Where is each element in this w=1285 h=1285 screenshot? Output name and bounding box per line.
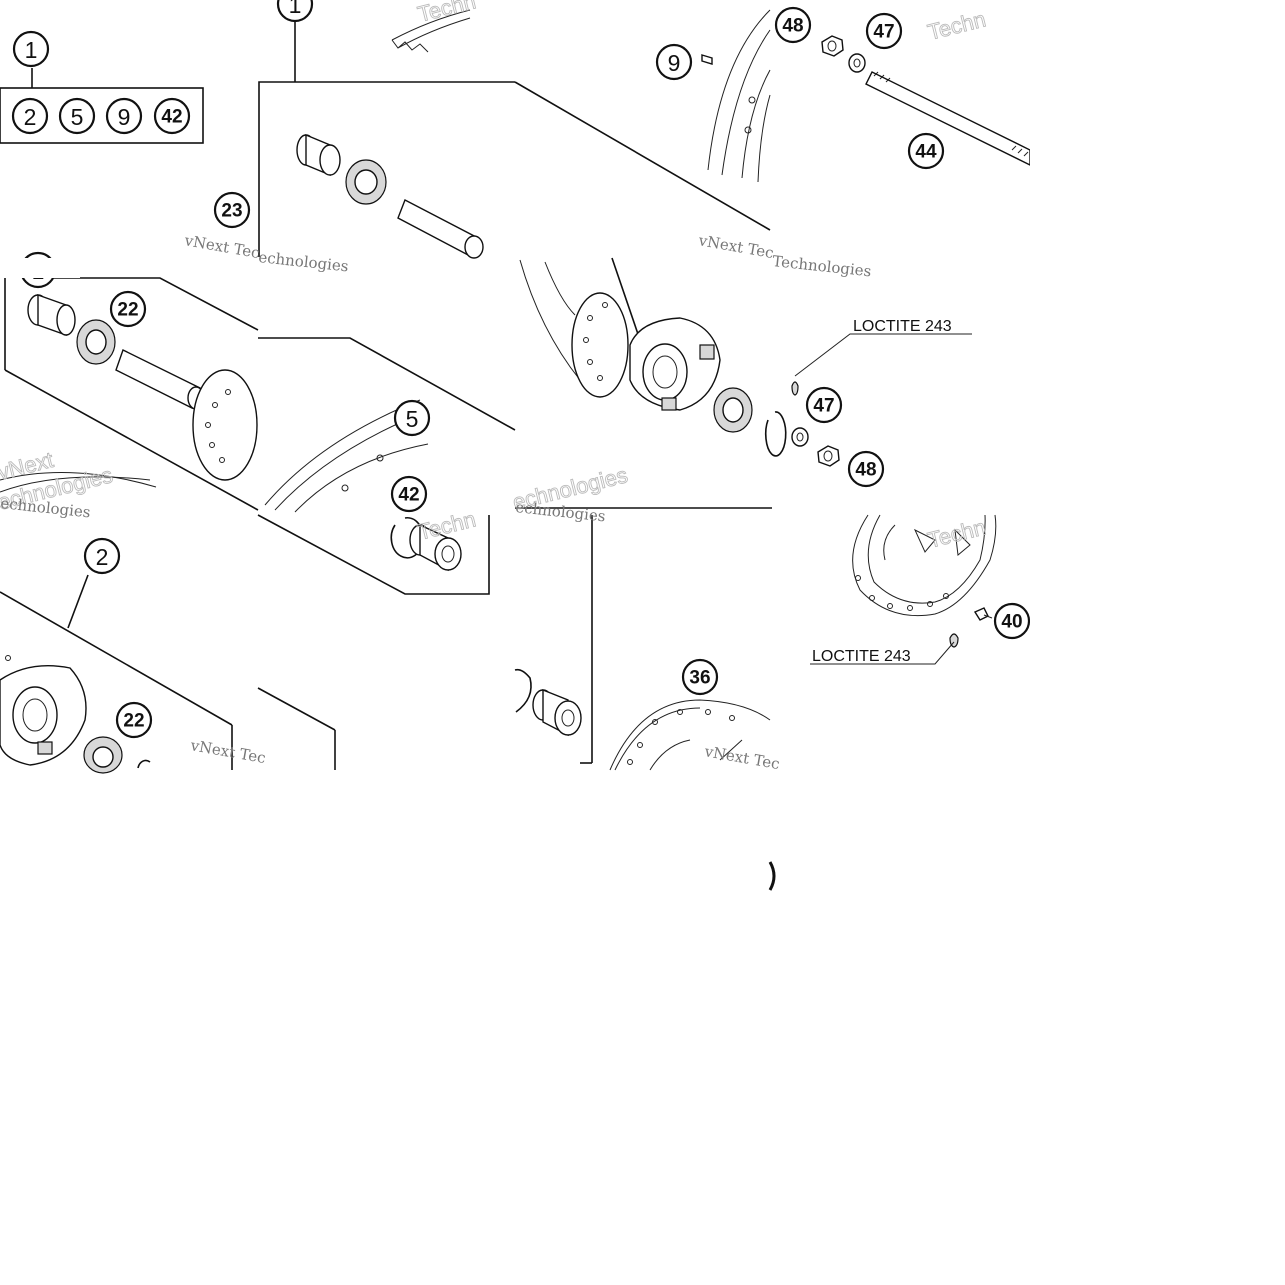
spacer-bushing-left (27, 294, 76, 336)
callout-kit-2: 2 (11, 97, 49, 135)
svg-text:vNext Tec: vNext Tec (696, 231, 775, 262)
loctite-drop-bottom (810, 633, 959, 665)
circlip-center (764, 411, 787, 457)
callout-kit-9: 9 (105, 97, 143, 135)
washer-47-mid (791, 427, 809, 447)
hub-body-center (519, 259, 721, 411)
svg-text:2: 2 (24, 104, 37, 130)
washer-47-top (848, 53, 866, 73)
callout-22-bottom: 22 (115, 701, 153, 739)
svg-text:echnologies: echnologies (258, 248, 350, 275)
brake-disc-36 (609, 699, 771, 771)
svg-text:36: 36 (689, 668, 710, 689)
spacer-bushing-top (296, 133, 341, 177)
callout-23: 23 (213, 191, 251, 229)
svg-text:44: 44 (915, 142, 937, 163)
wheel-spindle-44 (865, 71, 1031, 167)
callout-1-left: 1 (0, 251, 80, 289)
svg-text:5: 5 (406, 406, 419, 432)
svg-text:Techn: Techn (415, 0, 478, 27)
svg-text:9: 9 (668, 50, 681, 76)
spacer-bottom-center (532, 688, 582, 737)
brake-disc-right (852, 514, 997, 617)
hub-assembly-frame-bottom-left (0, 574, 233, 770)
svg-text:vNext Tec: vNext Tec (188, 736, 267, 767)
svg-text:5: 5 (71, 104, 84, 130)
hub-assembly-frame-bottom-mid (257, 687, 336, 770)
callout-22-left: 22 (109, 290, 147, 328)
rim-segment-top (707, 9, 771, 183)
wheel-bearing-22-left (76, 319, 116, 365)
hub-assembly-frame-middle (257, 337, 516, 595)
svg-text:48: 48 (782, 16, 803, 37)
svg-text:42: 42 (161, 107, 182, 128)
callout-48-top: 48 (774, 6, 812, 44)
hub-body-left (0, 369, 258, 493)
svg-text:42: 42 (398, 485, 419, 506)
callout-47-mid: 47 (805, 386, 843, 424)
svg-text:22: 22 (123, 711, 144, 732)
svg-text:2: 2 (96, 544, 109, 570)
svg-text:23: 23 (221, 201, 242, 222)
distance-sleeve-top (397, 199, 484, 259)
circlip-bottom-center (514, 668, 532, 713)
hub-assembly-frame-center (515, 257, 772, 509)
callout-kit-42: 42 (153, 97, 191, 135)
collar-nut-48-mid (817, 445, 840, 467)
callout-1-kit: 1 (12, 30, 50, 68)
svg-text:Technologies: Technologies (772, 252, 873, 280)
callout-40: 40 (993, 602, 1031, 640)
svg-text:22: 22 (117, 300, 138, 321)
fragment-right-paren (768, 861, 776, 891)
loctite-label-bottom: LOCTITE 243 (812, 648, 911, 665)
svg-text:vNext Tec: vNext Tec (182, 231, 261, 262)
loctite-label-top: LOCTITE 243 (853, 318, 952, 335)
callout-44: 44 (907, 132, 945, 170)
svg-text:40: 40 (1001, 612, 1022, 633)
callout-1-frame: 1 (276, 0, 314, 23)
svg-text:9: 9 (118, 104, 131, 130)
callout-kit-5: 5 (58, 97, 96, 135)
hub-assembly-frame-bottom-center (580, 515, 593, 764)
svg-text:Techn: Techn (925, 6, 988, 44)
svg-text:echnologies: echnologies (0, 494, 91, 521)
hub-body-bottom-left (0, 655, 87, 766)
blank-region-right (1030, 0, 1285, 770)
spacer-42-side (409, 523, 462, 572)
wheel-bearing-22-bottom (83, 736, 151, 774)
callout-5: 5 (393, 399, 431, 437)
svg-text:vNext Tec: vNext Tec (702, 742, 781, 773)
callout-48-mid: 48 (847, 450, 885, 488)
spoke-nipple-9 (701, 54, 713, 65)
distance-sleeve-left (115, 349, 205, 410)
hub-assembly-frame-top (258, 9, 771, 257)
callout-9: 9 (655, 43, 693, 81)
disc-bolt-40 (973, 607, 993, 621)
wheel-bearing-center (713, 387, 753, 433)
loctite-drop-top (791, 333, 972, 396)
svg-text:1: 1 (25, 37, 38, 63)
callout-36: 36 (681, 658, 719, 696)
wheel-bearing-top (345, 159, 387, 205)
callout-42: 42 (390, 475, 428, 513)
callout-2: 2 (83, 537, 121, 575)
callout-47-top: 47 (865, 12, 903, 50)
circlip-42 (390, 517, 425, 559)
collar-nut-48-top (821, 35, 844, 57)
svg-text:48: 48 (855, 460, 876, 481)
svg-text:echnologies: echnologies (515, 498, 607, 525)
kit-contents-box (0, 68, 204, 144)
svg-text:47: 47 (813, 396, 834, 417)
svg-text:47: 47 (873, 22, 894, 43)
svg-text:1: 1 (289, 0, 302, 18)
